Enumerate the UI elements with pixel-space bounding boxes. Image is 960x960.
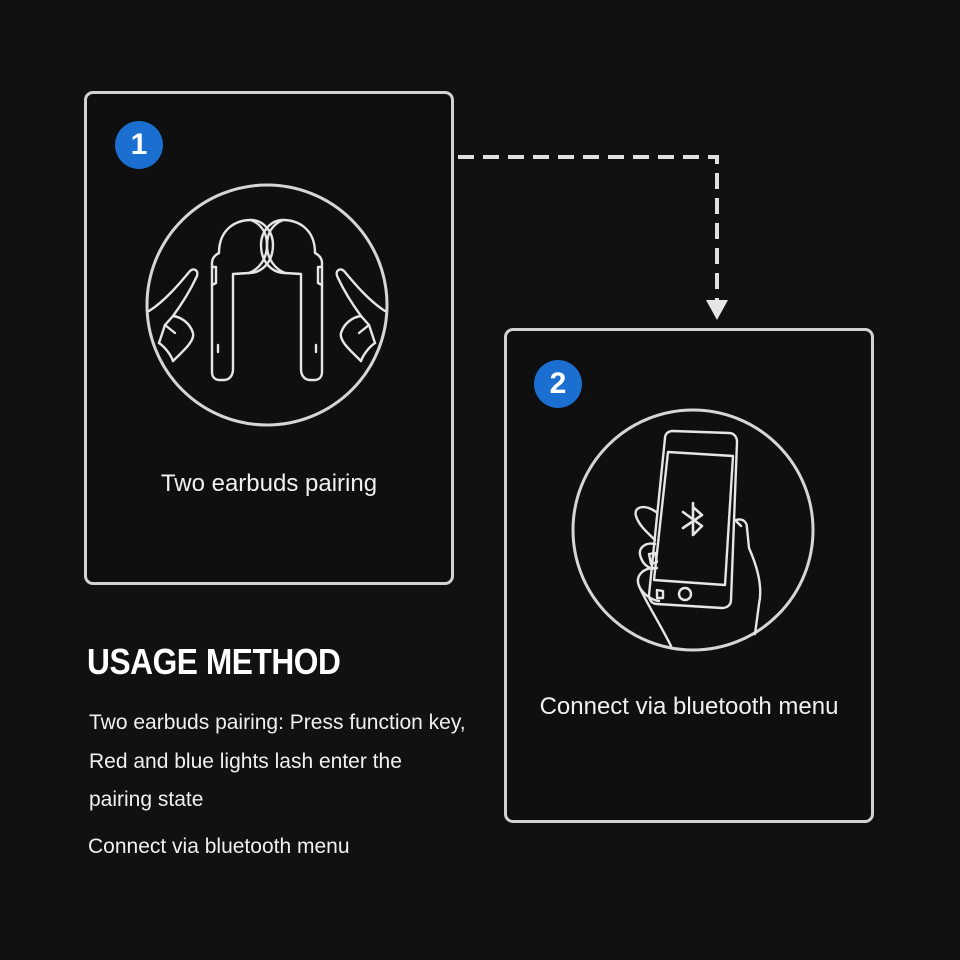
usage-method-step-2: Connect via bluetooth menu bbox=[88, 835, 350, 858]
hands-holding-earbuds-icon bbox=[145, 183, 389, 427]
dashed-arrow-connector bbox=[458, 155, 728, 320]
step-2-caption: Connect via bluetooth menu bbox=[539, 693, 839, 720]
hand-holding-phone-bluetooth-icon bbox=[571, 408, 815, 652]
step-number-badge: 2 bbox=[534, 360, 582, 408]
usage-method-description: Two earbuds pairing: Press function key,… bbox=[89, 711, 466, 811]
step-1-card: 1 Two earbuds pairing bbox=[84, 91, 454, 585]
arrow-down-icon bbox=[706, 300, 728, 320]
step-2-card: 2 Connect via bluetooth menu bbox=[504, 328, 874, 823]
step-number-badge: 1 bbox=[115, 121, 163, 169]
step-1-caption: Two earbuds pairing bbox=[160, 470, 378, 497]
usage-method-heading: USAGE METHOD bbox=[87, 641, 341, 682]
